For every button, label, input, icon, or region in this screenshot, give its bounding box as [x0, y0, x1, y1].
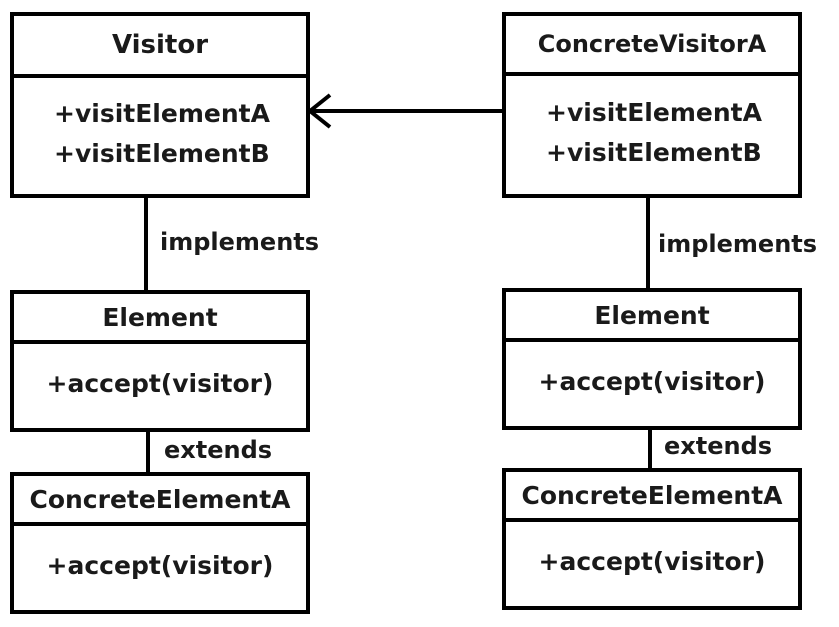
element-class-methods-left: +accept(visitor): [14, 340, 306, 428]
implements-connector-right: [646, 198, 650, 288]
method-visit-element-b: +visitElementB: [54, 139, 270, 168]
element-class-title-left: Element: [14, 294, 306, 344]
visitor-class-title: Visitor: [14, 16, 306, 78]
extends-label-left: extends: [164, 436, 273, 464]
arrow-head: [306, 93, 332, 129]
concrete-element-class-box-right: ConcreteElementA +accept(visitor): [502, 468, 802, 610]
concrete-element-class-box-left: ConcreteElementA +accept(visitor): [10, 472, 310, 614]
implements-label-right: implements: [658, 230, 818, 258]
element-class-title-right: Element: [506, 292, 798, 342]
method-visit-element-b: +visitElementB: [546, 138, 762, 167]
element-class-methods-right: +accept(visitor): [506, 338, 798, 426]
visitor-class-methods: +visitElementA +visitElementB: [14, 74, 306, 194]
implements-label-left: implements: [160, 228, 320, 256]
concrete-visitor-class-title: ConcreteVisitorA: [506, 16, 798, 76]
element-class-box-left: Element +accept(visitor): [10, 290, 310, 432]
concrete-element-class-methods-right: +accept(visitor): [506, 518, 798, 606]
implements-connector-left: [144, 198, 148, 290]
extends-connector-right: [648, 430, 652, 468]
concrete-element-class-title-right: ConcreteElementA: [506, 472, 798, 522]
concrete-element-class-title-left: ConcreteElementA: [14, 476, 306, 526]
extends-label-right: extends: [664, 432, 773, 460]
visitor-class-box: Visitor +visitElementA +visitElementB: [10, 12, 310, 198]
method-accept: +accept(visitor): [538, 547, 766, 576]
method-visit-element-a: +visitElementA: [546, 98, 762, 127]
concrete-visitor-class-box: ConcreteVisitorA +visitElementA +visitEl…: [502, 12, 802, 198]
element-class-box-right: Element +accept(visitor): [502, 288, 802, 430]
method-accept: +accept(visitor): [46, 551, 274, 580]
concrete-visitor-class-methods: +visitElementA +visitElementB: [506, 72, 798, 194]
concrete-element-class-methods-left: +accept(visitor): [14, 522, 306, 610]
method-visit-element-a: +visitElementA: [54, 99, 270, 128]
method-accept: +accept(visitor): [46, 369, 274, 398]
method-accept: +accept(visitor): [538, 367, 766, 396]
extends-connector-left: [146, 432, 150, 472]
